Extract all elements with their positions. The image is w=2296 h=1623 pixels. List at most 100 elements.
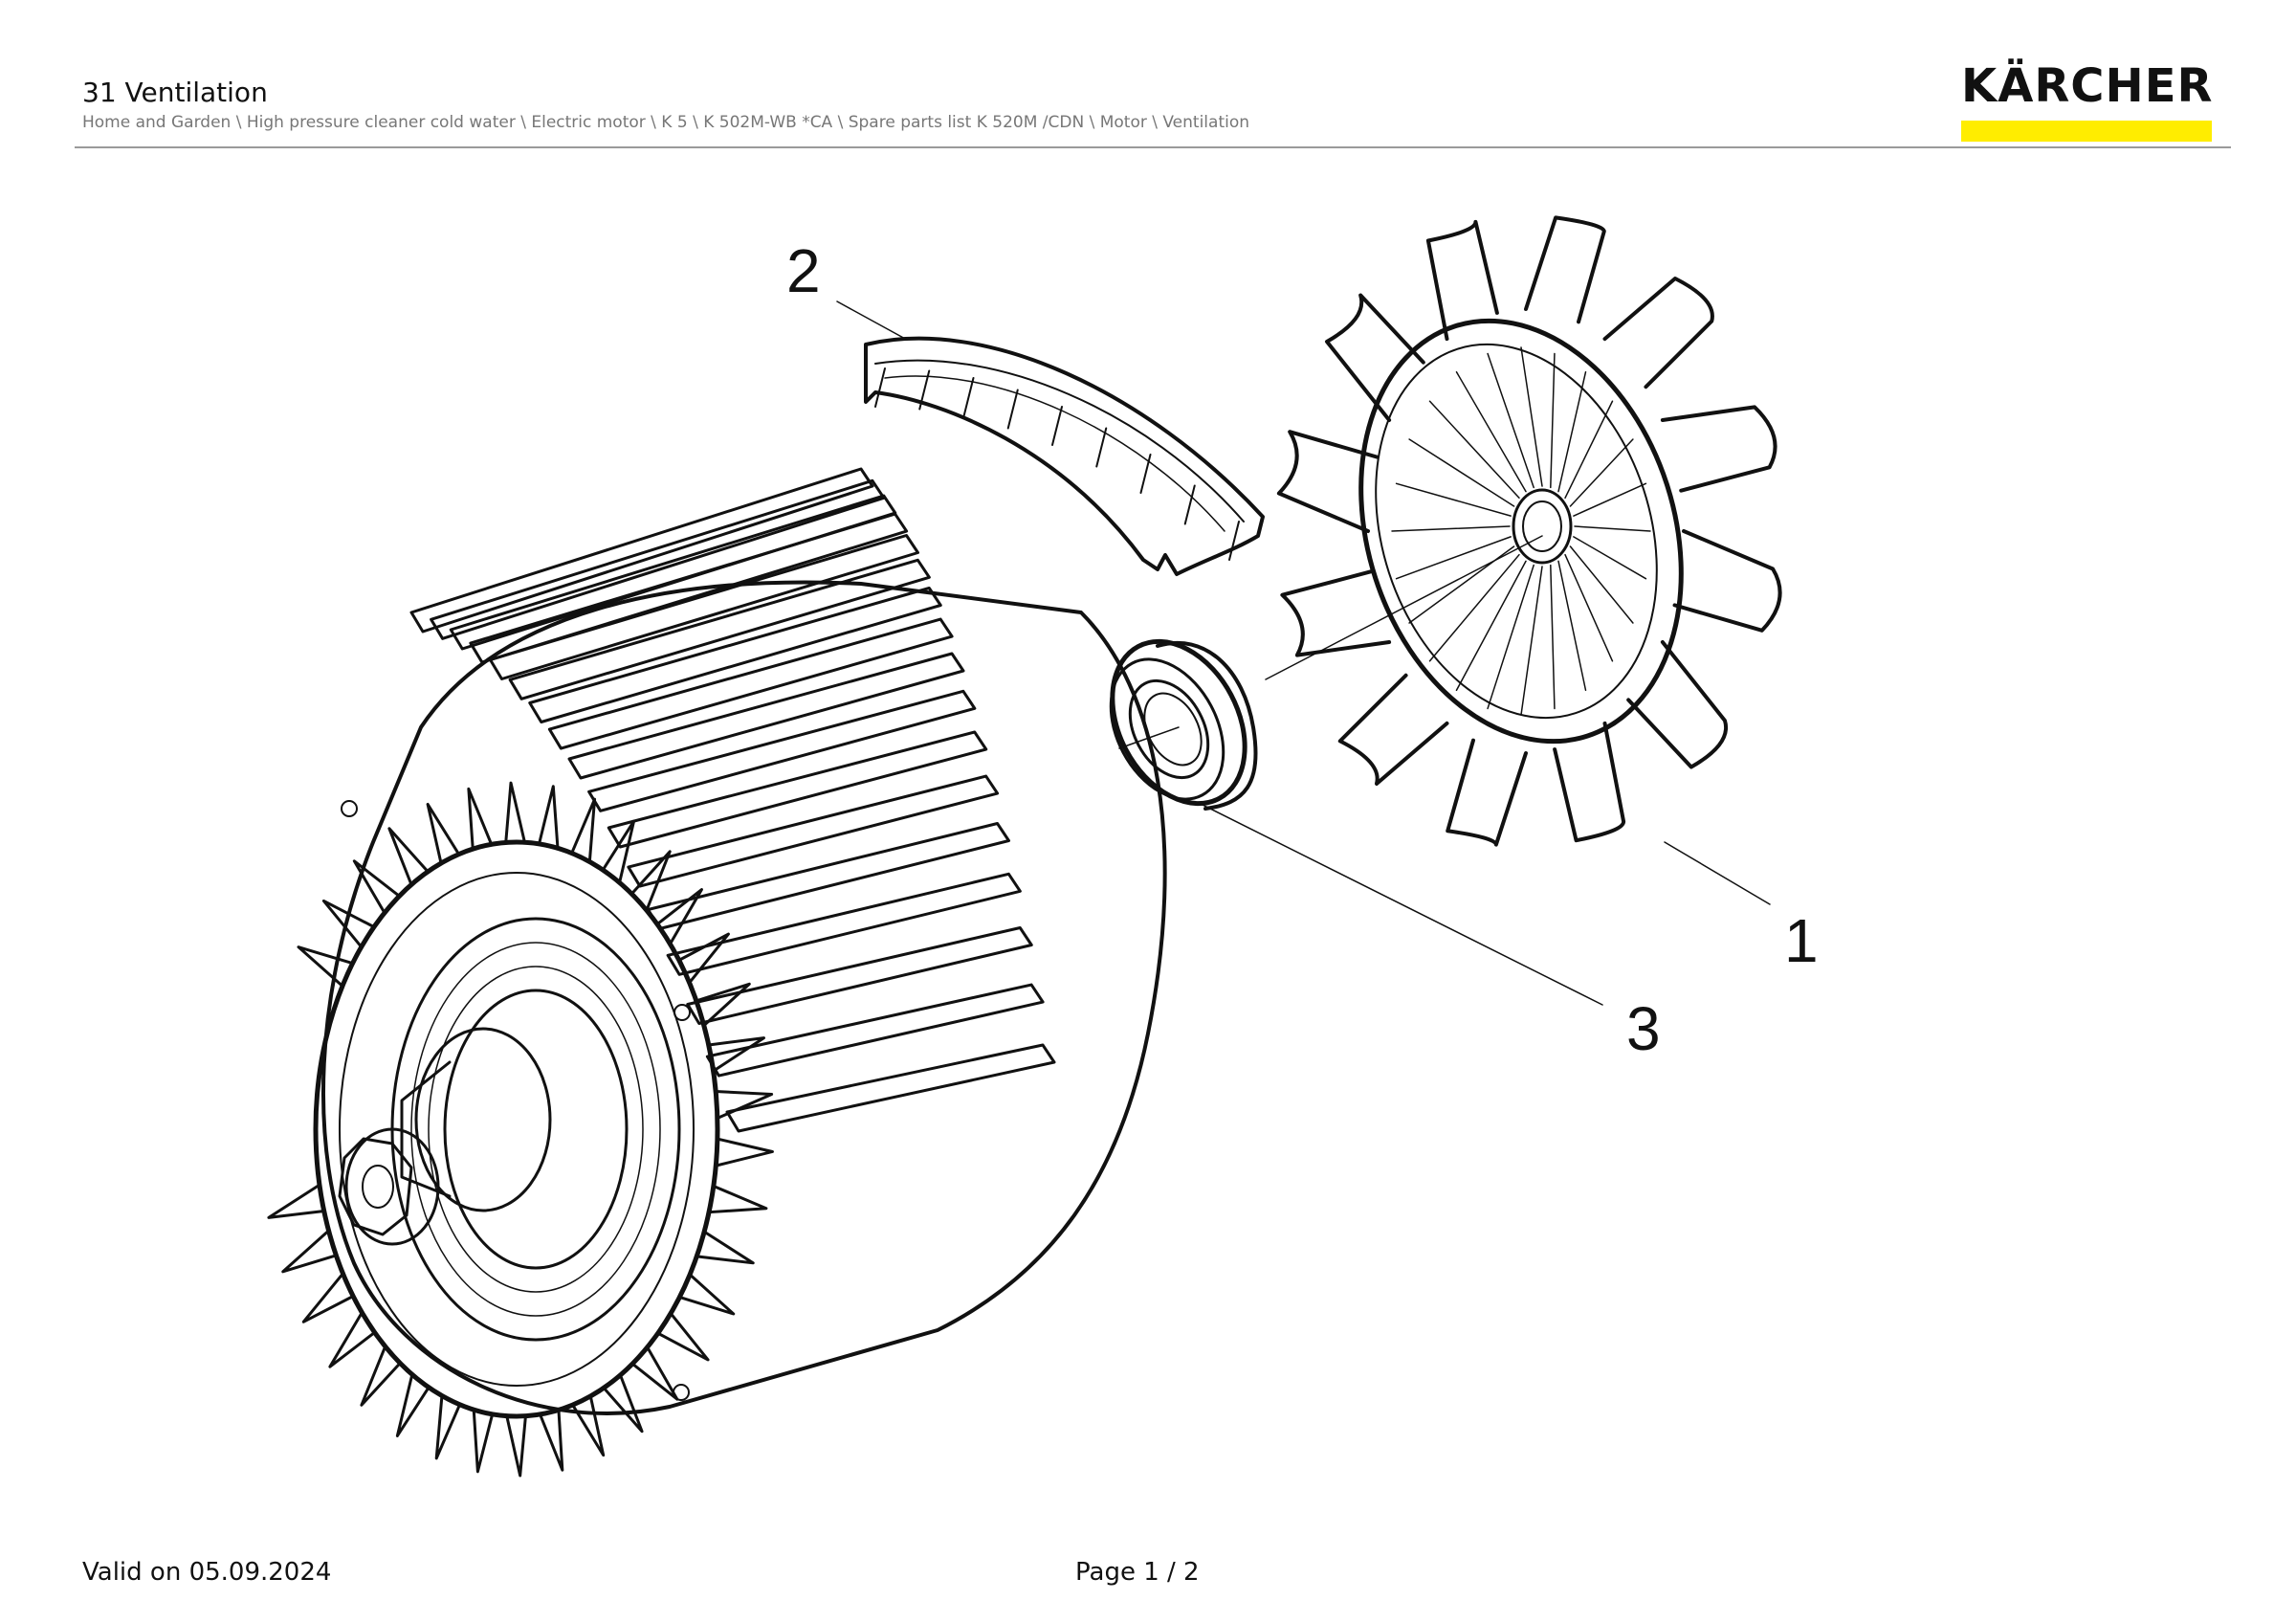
fan-impeller [1276, 215, 1782, 847]
cover-rib [1183, 484, 1196, 525]
housing-tooth [696, 982, 751, 1026]
fan-rib [1573, 482, 1647, 517]
fan-rib [1487, 352, 1534, 489]
cooling-fin [528, 587, 942, 723]
cooling-fin [627, 774, 1000, 888]
housing-tooth [679, 1274, 736, 1316]
housing-tooth [267, 1184, 324, 1219]
fan-rib [1428, 400, 1520, 500]
fan-rib [1428, 553, 1520, 662]
fan-rib [1455, 370, 1527, 493]
housing-tooth [679, 932, 730, 983]
cooling-fin [547, 617, 954, 750]
callout-3: 3 [1626, 994, 1661, 1063]
page-number: Page 1 / 2 [1075, 1558, 1200, 1587]
housing-tooth [434, 1396, 461, 1460]
fan-rib [1550, 564, 1556, 710]
cooling-fin [607, 730, 988, 849]
housing-tooth [387, 827, 429, 885]
fan-blade [1524, 215, 1606, 324]
cooling-fin [686, 926, 1033, 1025]
fan-rib [1408, 438, 1515, 507]
housing-tooth [709, 1185, 768, 1214]
cover-rib [918, 369, 931, 411]
housing-tooth [281, 1230, 336, 1274]
housing-tooth [352, 859, 400, 913]
karcher-logo: KÄRCHER [1961, 63, 2214, 142]
fan-blade [1325, 293, 1425, 422]
fan-rib [1557, 370, 1587, 493]
housing-tooth [504, 781, 526, 842]
fan-blade [1276, 430, 1380, 533]
housing-tooth [321, 899, 374, 947]
cooling-fin [469, 512, 909, 664]
housing-tooth [539, 1410, 564, 1472]
housing-tooth [426, 802, 460, 863]
cover-rib [1051, 406, 1063, 446]
cooling-fin [508, 558, 931, 700]
valid-date: Valid on 05.09.2024 [82, 1558, 332, 1587]
housing-tooth [328, 1312, 375, 1368]
fan-blade [1626, 640, 1729, 769]
motor-housing [267, 467, 1167, 1478]
callout-1: 1 [1784, 906, 1819, 975]
cooling-fin [567, 652, 965, 780]
fan-rib [1391, 525, 1511, 532]
housing-tooth [395, 1374, 430, 1437]
cover-rib [874, 367, 886, 408]
fan-blade [1446, 738, 1528, 847]
fan-rib [1569, 438, 1634, 507]
cover-rib [962, 377, 975, 417]
cover-rib [1139, 454, 1152, 494]
fan-rib [1487, 564, 1534, 710]
housing-tooth [657, 1313, 710, 1362]
housing-tooth [572, 1396, 606, 1457]
housing-tooth [505, 1416, 527, 1478]
ball-bearing [1109, 638, 1258, 811]
cooling-fin [725, 1043, 1056, 1133]
fan-rib [1573, 536, 1647, 580]
housing-tooth [297, 945, 353, 987]
housing-tooth [709, 1036, 766, 1072]
housing-tooth [538, 785, 560, 848]
cooling-fin [666, 872, 1022, 976]
cooling-fin [705, 983, 1045, 1078]
cooling-fin [489, 534, 919, 680]
fan-rib [1395, 482, 1512, 517]
cooling-fin [647, 822, 1010, 930]
fan-rib [1564, 400, 1614, 500]
fan-blade [1660, 405, 1777, 493]
fan-rib [1395, 536, 1512, 580]
housing-tooth [657, 888, 703, 944]
fan-rib [1550, 352, 1556, 489]
housing-tooth [472, 1410, 494, 1474]
fan-rib [1574, 525, 1651, 532]
housing-tooth [360, 1346, 401, 1407]
housing-tooth [603, 1375, 644, 1434]
fan-rib [1520, 566, 1543, 716]
housing-tooth [467, 787, 493, 849]
leader-lines [836, 300, 1771, 1006]
logo-wordmark: KÄRCHER [1961, 59, 2214, 113]
logo-yellow-bar [1961, 121, 2212, 142]
housing-tooth [570, 797, 597, 861]
housing-tooth [631, 850, 672, 910]
cooling-fin [409, 467, 874, 634]
housing-tooth [696, 1231, 755, 1265]
housing-tooth [632, 1347, 679, 1401]
cooling-fin [587, 689, 977, 812]
callout-2: 2 [786, 236, 821, 305]
fan-blade [1337, 673, 1449, 786]
page-title: 31 Ventilation [82, 77, 268, 108]
housing-tooth [716, 1090, 774, 1120]
header-divider [75, 146, 2231, 148]
housing-tooth [716, 1138, 774, 1167]
fan-blade [1280, 569, 1392, 657]
fan-blade [1553, 721, 1626, 843]
breadcrumb: Home and Garden \ High pressure cleaner … [82, 113, 1250, 132]
fan-rib [1455, 560, 1527, 692]
fan-rib [1520, 346, 1543, 487]
housing-tooth [301, 1274, 353, 1323]
fan-rib [1557, 560, 1587, 692]
